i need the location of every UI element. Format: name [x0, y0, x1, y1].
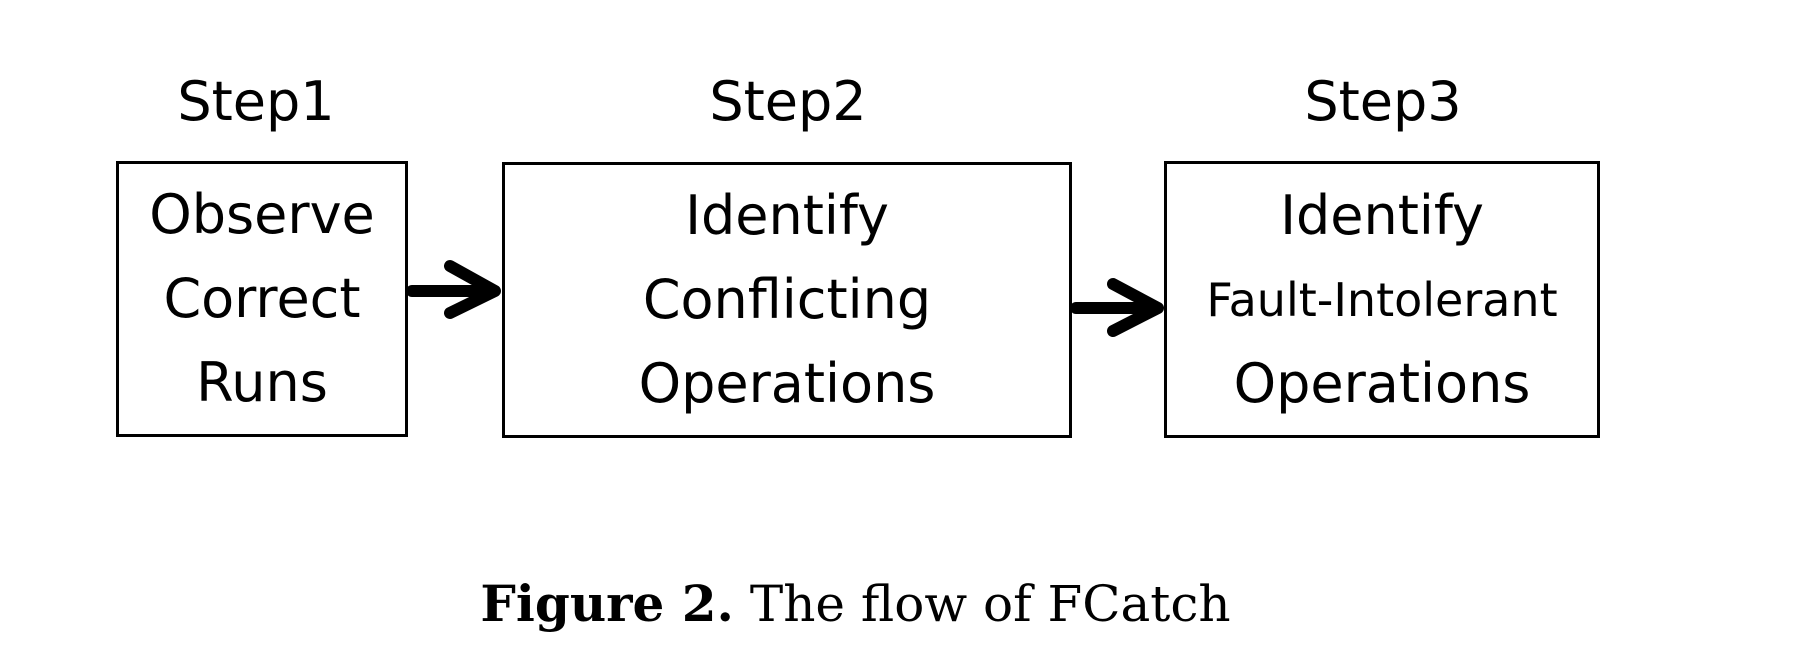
- step-1-box: Observe Correct Runs: [116, 161, 408, 437]
- step-1-line-2: Correct: [163, 267, 361, 330]
- step-3-box: Identify Fault-Intolerant Operations: [1164, 161, 1600, 438]
- arrow-step1-to-step2: [406, 260, 501, 319]
- step-3-label: Step3: [1304, 70, 1462, 133]
- step-2-line-3: Operations: [638, 352, 936, 415]
- step-2-box: Identify Conflicting Operations: [502, 162, 1072, 438]
- step-3-line-1: Identify: [1280, 183, 1484, 247]
- step-1-line-1: Observe: [149, 183, 375, 246]
- caption-prefix: Figure 2.: [480, 574, 734, 633]
- step-1-line-3: Runs: [196, 351, 328, 414]
- step-2-line-1: Identify: [685, 184, 889, 247]
- step-3-line-3: Operations: [1233, 351, 1531, 415]
- step-2-label: Step2: [709, 70, 867, 133]
- step-3-line-2: Fault-Intolerant: [1206, 272, 1558, 327]
- step-1-label: Step1: [177, 70, 335, 133]
- caption-text: The flow of FCatch: [749, 575, 1231, 633]
- figure-caption: Figure 2. The flow of FCatch: [0, 572, 1711, 636]
- arrow-step2-to-step3: [1070, 278, 1164, 337]
- step-2-line-2: Conflicting: [642, 268, 932, 331]
